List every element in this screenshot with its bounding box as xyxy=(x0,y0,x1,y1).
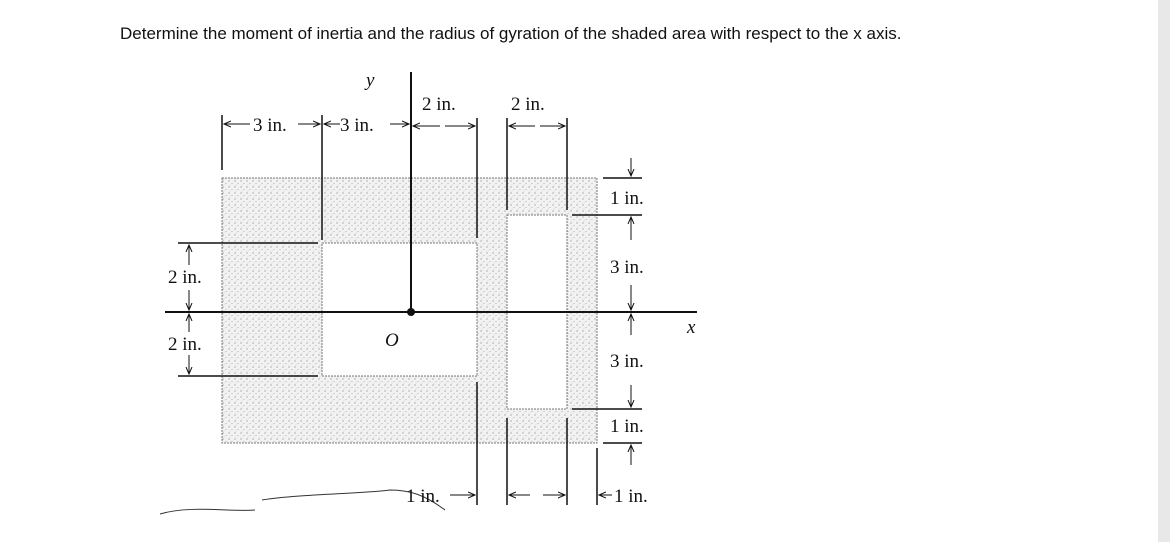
pen-stroke xyxy=(159,489,446,515)
dim-right-lower: 3 in. xyxy=(610,351,644,372)
dim-left-upper: 2 in. xyxy=(168,267,202,288)
dim-right-upper: 3 in. xyxy=(610,257,644,278)
dim-right-top: 1 in. xyxy=(610,188,644,209)
dim-top-2b: 2 in. xyxy=(511,94,545,115)
dim-top-mid: 3 in. xyxy=(340,115,374,136)
dim-right-bottom: 1 in. xyxy=(610,416,644,437)
dim-top-left: 3 in. xyxy=(253,115,287,136)
dim-left-lower: 2 in. xyxy=(168,334,202,355)
y-axis-label: y xyxy=(364,70,375,91)
scrollbar[interactable] xyxy=(1158,0,1170,542)
dim-bottom-1a: 1 in. xyxy=(406,486,440,507)
origin-point xyxy=(407,308,415,316)
dim-top-2a: 2 in. xyxy=(422,94,456,115)
origin-label: O xyxy=(385,330,399,351)
question-text: Determine the moment of inertia and the … xyxy=(120,24,902,43)
x-axis-label: x xyxy=(686,317,696,338)
dim-bottom-1b: 1 in. xyxy=(614,486,648,507)
